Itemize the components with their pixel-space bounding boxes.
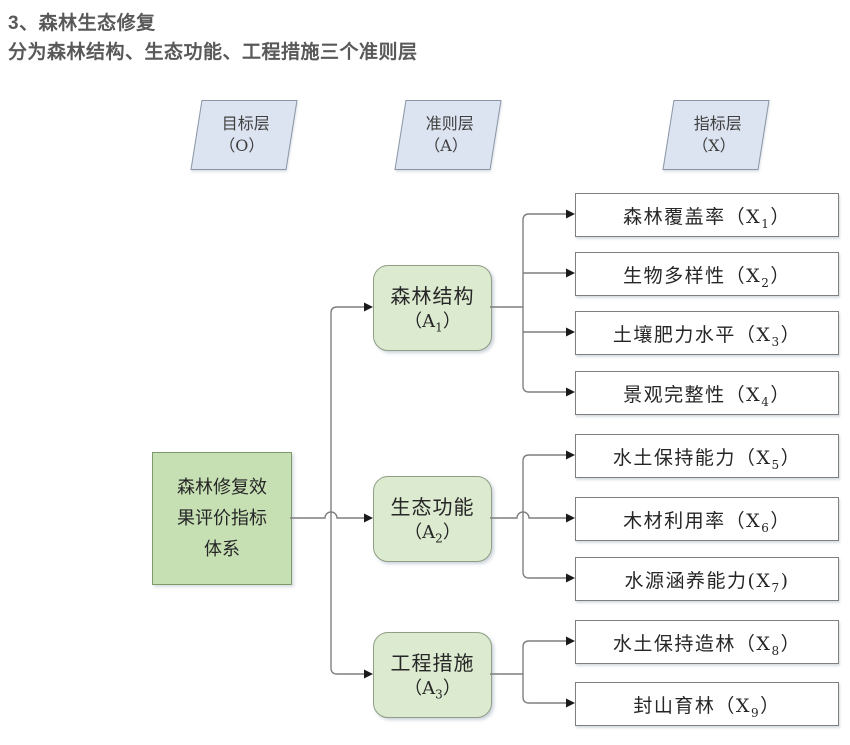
arrowhead-icon [566, 268, 575, 278]
criterion-symbol: （A3） [404, 677, 461, 702]
indicator-node: 水源涵养能力(X7) [575, 557, 839, 601]
layer-tag-goal: 目标层 （O） [190, 100, 298, 170]
arrowhead-icon [566, 450, 575, 460]
criterion-symbol: （A1） [404, 310, 461, 335]
layer-tag-criteria-symbol: （A） [424, 136, 469, 155]
arrowhead-icon [566, 636, 575, 646]
layer-tag-indicator-symbol: （X） [692, 136, 736, 155]
indicator-label: 土壤肥力水平（X3） [612, 323, 802, 349]
layer-tag-goal-symbol: （O） [219, 136, 265, 155]
indicator-label: 水源涵养能力(X7) [624, 569, 790, 595]
page-subtitle: 分为森林结构、生态功能、工程措施三个准则层 [8, 42, 418, 63]
layer-tag-indicator: 指标层 （X） [662, 100, 770, 170]
arrowhead-icon [566, 327, 575, 337]
arrowhead-icon [566, 513, 575, 523]
criterion-node: 森林结构（A1） [373, 265, 492, 351]
arrowhead-icon [566, 209, 575, 219]
indicator-label: 木材利用率（X6） [623, 509, 791, 535]
indicator-symbol: （X4） [725, 383, 791, 409]
connector-line [522, 640, 566, 704]
indicator-node: 景观完整性（X4） [575, 371, 839, 415]
layer-tag-criteria-label: 准则层 [425, 114, 474, 133]
arrowhead-icon [364, 513, 373, 523]
criterion-node: 生态功能（A2） [373, 476, 492, 562]
indicator-symbol: （X6） [725, 509, 791, 535]
indicator-node: 生物多样性（X2） [575, 252, 839, 296]
layer-tag-indicator-label: 指标层 [693, 114, 742, 133]
criterion-symbol: （A2） [404, 521, 461, 546]
layer-tag-goal-label: 目标层 [221, 114, 270, 133]
indicator-label: 水土保持造林（X8） [612, 632, 802, 658]
goal-label: 森林修复效果评价指标体系 [177, 477, 267, 560]
criterion-label: 工程措施 [390, 650, 475, 675]
indicator-symbol: （X5） [735, 446, 802, 472]
indicator-symbol: （X2） [725, 264, 791, 290]
indicator-symbol: （X3） [735, 323, 802, 349]
arrowhead-icon [566, 573, 575, 583]
indicator-symbol: （X1） [725, 205, 791, 231]
indicator-node: 木材利用率（X6） [575, 497, 839, 541]
connector-line [290, 511, 364, 519]
arrowhead-icon [364, 669, 373, 679]
layer-tag-criteria: 准则层 （A） [394, 100, 502, 170]
connector-line [490, 511, 566, 519]
connector-line [330, 306, 364, 675]
indicator-label: 森林覆盖率（X1） [623, 205, 791, 231]
goal-node: 森林修复效果评价指标体系 [152, 452, 292, 585]
indicator-label: 水土保持能力（X5） [612, 446, 802, 472]
indicator-label: 封山育林（X9） [633, 694, 781, 720]
indicator-label: 生物多样性（X2） [623, 264, 791, 290]
indicator-node: 森林覆盖率（X1） [575, 193, 839, 237]
arrowhead-icon [364, 302, 373, 312]
arrowhead-icon [566, 387, 575, 397]
indicator-node: 土壤肥力水平（X3） [575, 311, 839, 355]
indicator-node: 封山育林（X9） [575, 682, 839, 726]
indicator-symbol: （X9） [715, 694, 781, 720]
indicator-symbol: （X8） [735, 632, 802, 658]
indicator-label: 景观完整性（X4） [623, 383, 791, 409]
criterion-label: 森林结构 [390, 283, 475, 308]
page-title: 3、森林生态修复 [8, 13, 156, 34]
criterion-label: 生态功能 [390, 494, 475, 519]
connector-line [522, 213, 566, 393]
criterion-node: 工程措施（A3） [373, 632, 492, 718]
indicator-node: 水土保持能力（X5） [575, 434, 839, 478]
connector-line [522, 454, 566, 579]
indicator-symbol: (X7) [747, 569, 790, 595]
indicator-node: 水土保持造林（X8） [575, 620, 839, 664]
arrowhead-icon [566, 698, 575, 708]
